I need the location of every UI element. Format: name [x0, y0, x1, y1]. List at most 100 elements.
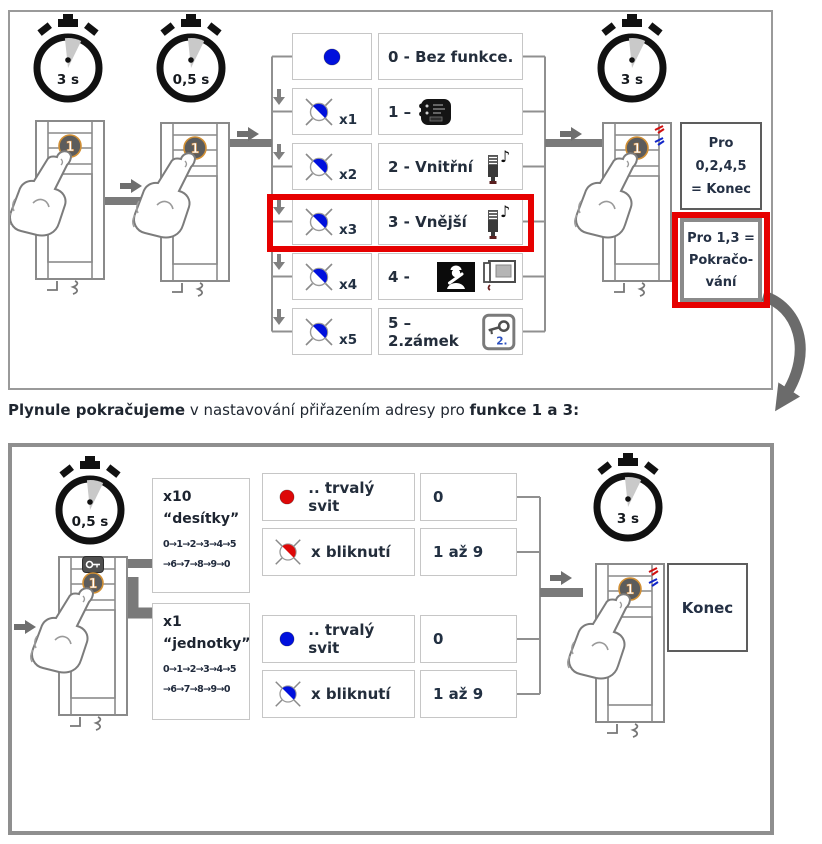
function-label: 5 – 2.zámek — [388, 313, 459, 350]
connector-line — [517, 496, 541, 695]
continue-flow-arrow — [761, 290, 806, 412]
value-label: 1 až 9 — [433, 685, 484, 703]
units-sequence-1: 0→1→2→3→4→5 — [163, 664, 236, 675]
tens-sequence-1: 0→1→2→3→4→5 — [163, 539, 236, 550]
svg-text:1: 1 — [88, 577, 97, 592]
top-flow-illustration: 3 s 0,5 s 3 s 1 1 1 — [10, 12, 672, 333]
caption-text: Plynule pokračujeme v nastavování přiřaz… — [8, 399, 748, 421]
svg-text:1: 1 — [625, 583, 634, 598]
tens-title: x10 — [163, 489, 192, 505]
handset-music-icon: ♪ — [488, 147, 510, 184]
led-meaning-label: .. trvalý svit — [308, 479, 375, 515]
function-label: 2 - Vnitřní — [388, 157, 473, 176]
red-led-blink-icon — [275, 539, 301, 565]
blue-led-blink-icon — [305, 317, 333, 346]
stopwatch-label: 3 s — [617, 511, 639, 527]
led-indicator-cell — [292, 33, 372, 80]
function-label: 0 - Bez funkce. — [388, 47, 514, 66]
function-label-cell: 5 – 2.zámek 2. — [378, 308, 523, 355]
flow-arrow-icon — [120, 179, 142, 193]
caption-middle: v nastavování přiřazením adresy pro — [185, 401, 470, 419]
led-indicator-cell: x3 — [292, 198, 372, 245]
led-meaning-cell: .. trvalý svit — [262, 615, 415, 663]
function-label: 1 – — [388, 102, 412, 121]
blink-count: x2 — [339, 166, 358, 183]
svg-text:♪: ♪ — [500, 202, 510, 221]
tens-sequence-2: →6→7→8→9→0 — [163, 559, 230, 570]
value-label: 0 — [433, 630, 444, 648]
function-label-cell: 3 - Vnější ♪ — [378, 198, 523, 245]
caption-bold-lead: Plynule pokračujeme — [8, 401, 186, 419]
blue-led-solid-icon — [279, 631, 295, 647]
continue-condition-line: Pro 1,3 = — [687, 230, 755, 246]
stopwatch-label: 0,5 s — [173, 72, 210, 88]
blue-led-blink-icon — [305, 152, 333, 181]
down-arrow-icon — [273, 199, 285, 215]
blink-count: x1 — [339, 111, 358, 128]
svg-text:2.: 2. — [497, 335, 508, 347]
blink-count: x5 — [339, 331, 358, 348]
down-arrow-icon — [273, 309, 285, 325]
value-cell: 1 až 9 — [420, 528, 517, 576]
value-label: 1 až 9 — [433, 543, 484, 561]
led-meaning-label: .. trvalý svit — [308, 621, 375, 657]
value-cell: 0 — [420, 615, 517, 663]
function-label-cell: 2 - Vnitřní ♪ — [378, 143, 523, 190]
red-led-solid-icon — [279, 489, 295, 505]
led-meaning-label: x bliknutí — [311, 685, 391, 703]
end-condition-line: Pro — [708, 135, 734, 151]
blue-led-blink-icon — [305, 207, 333, 236]
led-indicator-cell: x2 — [292, 143, 372, 190]
flow-arrow-icon — [237, 127, 259, 141]
continue-condition-line: Pokračo- — [688, 252, 754, 268]
led-indicator-cell: x1 — [292, 88, 372, 135]
continue-condition-line: vání — [705, 274, 737, 290]
blink-count: x3 — [339, 221, 358, 238]
svg-text:♪: ♪ — [500, 147, 510, 166]
concierge-icon — [437, 261, 475, 292]
led-indicator-cell: x5 — [292, 308, 372, 355]
lock-button — [82, 556, 104, 573]
blue-blink-mark — [654, 137, 665, 146]
function-label-cell: 4 - — [378, 253, 523, 300]
end-condition-line: 0,2,4,5 — [695, 158, 747, 174]
caption-bold-tail: funkce 1 a 3: — [469, 401, 580, 419]
stopwatch-label: 3 s — [57, 72, 79, 88]
function-label: 3 - Vnější — [388, 212, 467, 231]
handset-music-icon: ♪ — [488, 202, 510, 239]
second-lock-key-icon: 2. — [482, 313, 516, 350]
units-box: x1 “jednotky” 0→1→2→3→4→5 →6→7→8→9→0 — [152, 603, 250, 720]
value-cell: 0 — [420, 473, 517, 521]
units-title: x1 — [163, 614, 182, 630]
down-arrow-icon — [273, 254, 285, 270]
tens-box: x10 “desítky” 0→1→2→3→4→5 →6→7→8→9→0 — [152, 478, 250, 593]
led-meaning-cell: x bliknutí — [262, 528, 415, 576]
relay-module-icon — [419, 98, 452, 125]
down-arrow-icon — [273, 144, 285, 160]
function-label-cell: 1 – — [378, 88, 523, 135]
videophone-icon — [483, 259, 516, 291]
value-cell: 1 až 9 — [420, 670, 517, 718]
blue-led-blink-icon — [305, 97, 333, 126]
end-condition-line: = Konec — [691, 181, 751, 197]
led-indicator-cell: x4 — [292, 253, 372, 300]
red-blink-mark — [648, 567, 659, 576]
end-condition-box: Pro 0,2,4,5 = Konec — [680, 122, 762, 210]
stopwatch-label: 3 s — [621, 72, 643, 88]
svg-text:1: 1 — [632, 142, 641, 157]
led-meaning-label: x bliknutí — [311, 543, 391, 561]
blink-count: x4 — [339, 276, 358, 293]
tens-subtitle: “desítky” — [163, 511, 240, 527]
svg-text:1: 1 — [190, 142, 199, 157]
led-meaning-cell: .. trvalý svit — [262, 473, 415, 521]
continue-condition-box: Pro 1,3 = Pokračo- vání — [680, 218, 762, 302]
konec-label: Konec — [681, 598, 734, 617]
flow-arrow-icon — [14, 620, 36, 634]
blue-led-blink-icon — [275, 681, 301, 707]
flow-arrow-icon — [550, 571, 572, 585]
led-meaning-cell: x bliknutí — [262, 670, 415, 718]
down-arrow-icon — [273, 89, 285, 105]
value-label: 0 — [433, 488, 444, 506]
blue-blink-mark — [648, 578, 659, 587]
